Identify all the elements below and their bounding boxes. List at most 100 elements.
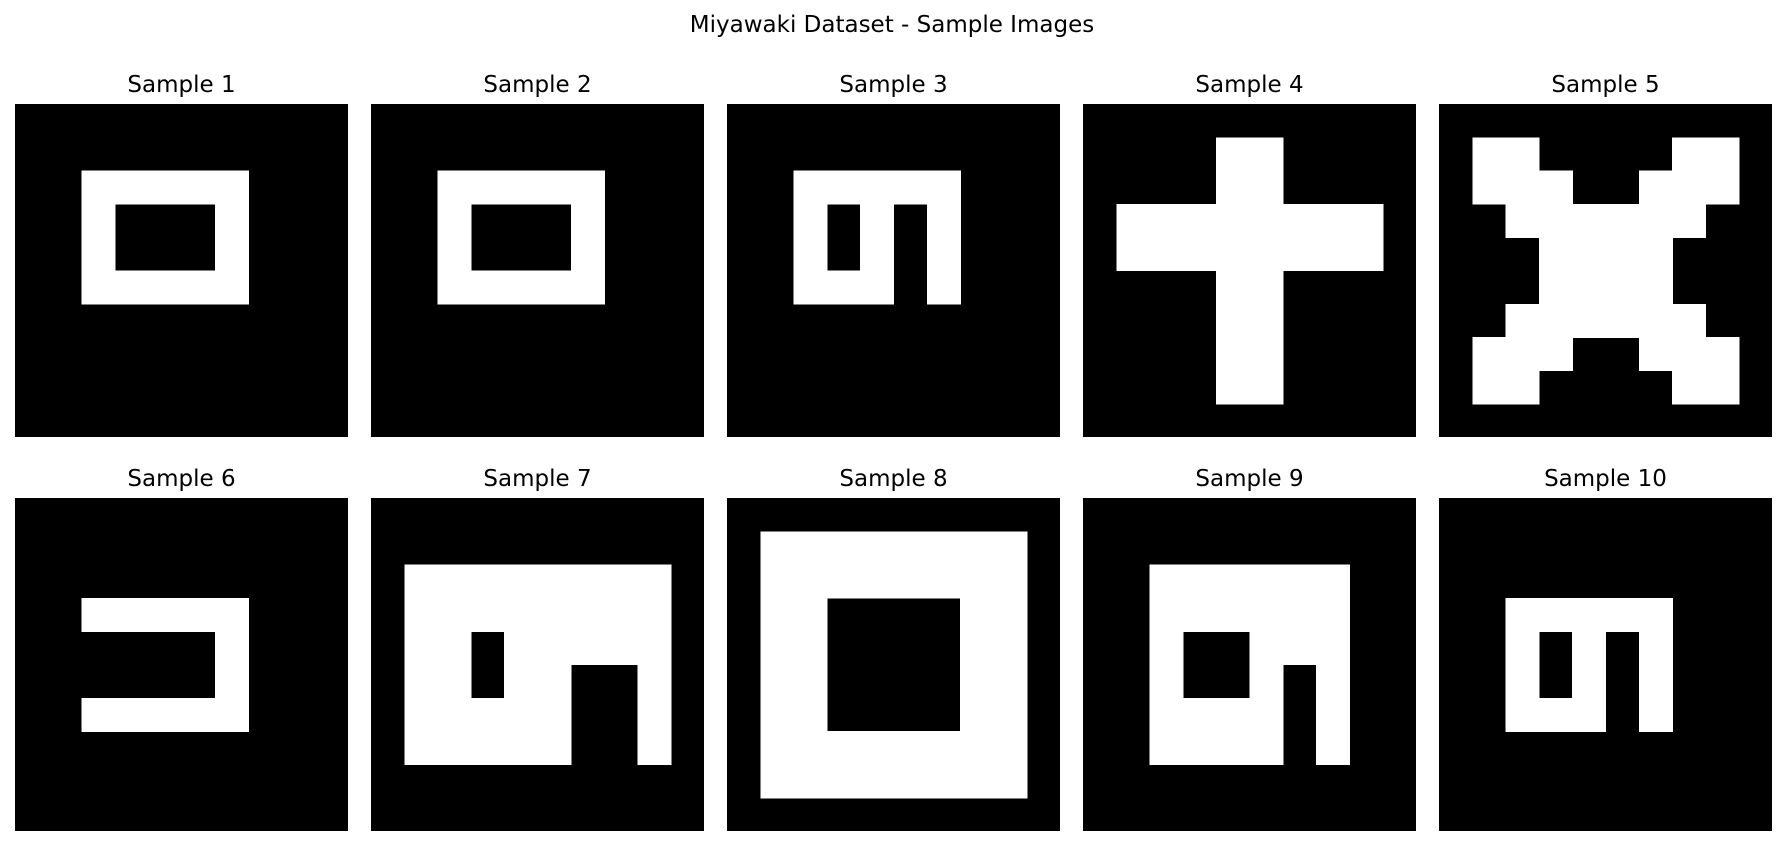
- pixel-on: [1249, 137, 1284, 172]
- pixel-on: [437, 270, 472, 305]
- pixel-on: [404, 697, 439, 732]
- pixel-on: [760, 597, 795, 632]
- binary-pattern-image: [15, 498, 348, 831]
- pixel-on: [1538, 270, 1573, 305]
- pixel-on: [1149, 237, 1184, 272]
- pixel-on: [637, 664, 672, 699]
- pixel-on: [181, 170, 216, 205]
- pixel-on: [1149, 731, 1184, 766]
- pixel-on: [148, 697, 183, 732]
- sample-title: Sample 8: [839, 466, 948, 492]
- pixel-on: [993, 731, 1028, 766]
- pixel-on: [537, 731, 572, 766]
- pixel-on: [1216, 731, 1251, 766]
- pixel-on: [1638, 303, 1673, 338]
- pixel-on: [181, 270, 216, 305]
- binary-pattern-image: [1083, 498, 1416, 831]
- pixel-on: [148, 270, 183, 305]
- pixel-on: [1282, 564, 1317, 599]
- pixel-on: [470, 170, 505, 205]
- pixel-on: [81, 170, 116, 205]
- pixel-on: [960, 764, 995, 799]
- pixel-on: [504, 697, 539, 732]
- pixel-on: [537, 170, 572, 205]
- pixel-on: [826, 564, 861, 599]
- pixel-on: [1638, 631, 1673, 666]
- pixel-on: [637, 697, 672, 732]
- pixel-on: [760, 564, 795, 599]
- pixel-on: [637, 564, 672, 599]
- pixel-on: [114, 697, 149, 732]
- pixel-on: [148, 597, 183, 632]
- binary-pattern-image: [1439, 104, 1772, 437]
- binary-pattern-image: [371, 498, 704, 831]
- pixel-on: [993, 531, 1028, 566]
- pixel-on: [1316, 203, 1351, 238]
- pixel-on: [1505, 370, 1540, 405]
- pixel-on: [214, 270, 249, 305]
- pixel-on: [1282, 237, 1317, 272]
- pixel-on: [1572, 237, 1607, 272]
- pixel-on: [504, 731, 539, 766]
- pixel-on: [570, 170, 605, 205]
- pixel-on: [437, 564, 472, 599]
- binary-pattern-image: [371, 104, 704, 437]
- pixel-on: [760, 764, 795, 799]
- pixel-on: [1572, 303, 1607, 338]
- pixel-on: [1116, 237, 1151, 272]
- sample-title: Sample 3: [839, 72, 948, 98]
- pixel-on: [1149, 631, 1184, 666]
- pixel-on: [81, 597, 116, 632]
- pixel-on: [1316, 631, 1351, 666]
- pixel-on: [504, 631, 539, 666]
- pixel-on: [537, 597, 572, 632]
- pixel-on: [181, 597, 216, 632]
- pixel-on: [1505, 597, 1540, 632]
- pixel-on: [960, 664, 995, 699]
- pixel-on: [1572, 597, 1607, 632]
- sample-title: Sample 9: [1195, 466, 1304, 492]
- pixel-on: [148, 170, 183, 205]
- pixel-on: [570, 237, 605, 272]
- pixel-on: [1572, 697, 1607, 732]
- sample-panel: Sample 4: [1083, 70, 1416, 437]
- pixel-on: [404, 631, 439, 666]
- pixel-on: [1605, 203, 1640, 238]
- pixel-on: [504, 664, 539, 699]
- pixel-on: [1672, 337, 1707, 372]
- pixel-on: [1572, 664, 1607, 699]
- pixel-on: [1249, 370, 1284, 405]
- pixel-on: [960, 697, 995, 732]
- pixel-on: [1216, 370, 1251, 405]
- pixel-on: [1282, 597, 1317, 632]
- pixel-on: [760, 697, 795, 732]
- pixel-on: [760, 731, 795, 766]
- pixel-on: [1149, 564, 1184, 599]
- pixel-on: [1572, 270, 1607, 305]
- pixel-on: [1638, 170, 1673, 205]
- pixel-on: [1316, 597, 1351, 632]
- pixel-on: [826, 170, 861, 205]
- pixel-on: [793, 564, 828, 599]
- pixel-on: [1249, 597, 1284, 632]
- pixel-on: [793, 531, 828, 566]
- pixel-on: [1638, 697, 1673, 732]
- pixel-on: [1505, 631, 1540, 666]
- pixel-on: [1282, 203, 1317, 238]
- pixel-on: [504, 170, 539, 205]
- sample-title: Sample 10: [1544, 466, 1667, 492]
- pixel-on: [1705, 170, 1740, 205]
- pixel-on: [1182, 237, 1217, 272]
- pixel-on: [437, 731, 472, 766]
- sample-panel: Sample 10: [1439, 464, 1772, 831]
- pixel-on: [960, 731, 995, 766]
- sample-title: Sample 7: [483, 466, 592, 492]
- pixel-on: [1282, 631, 1317, 666]
- pixel-on: [1705, 337, 1740, 372]
- pixel-on: [1249, 337, 1284, 372]
- pixel-on: [404, 564, 439, 599]
- pixel-on: [114, 270, 149, 305]
- pixel-on: [604, 631, 639, 666]
- pixel-on: [1249, 303, 1284, 338]
- binary-pattern-image: [727, 498, 1060, 831]
